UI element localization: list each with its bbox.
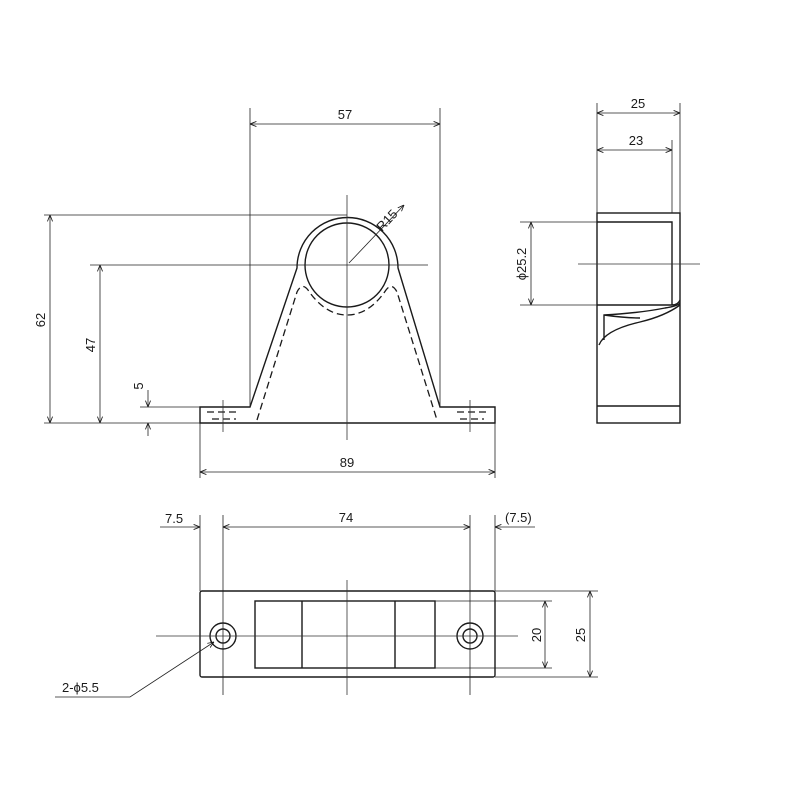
dim-7-5-left-label: 7.5 bbox=[165, 511, 183, 526]
hole-leader bbox=[55, 642, 214, 698]
hidden-slot-right bbox=[457, 411, 488, 420]
side-rib-curve bbox=[598, 302, 681, 346]
dim-57-label: 57 bbox=[338, 107, 352, 122]
side-view: 25 23 ϕ25.2 bbox=[514, 96, 700, 424]
dim-62-label: 62 bbox=[33, 313, 48, 327]
dim-23-label: 23 bbox=[629, 133, 643, 148]
dim-5-label: 5 bbox=[131, 382, 146, 389]
dim-7-5-right-label: (7.5) bbox=[505, 510, 532, 525]
hole-callout-label: 2-ϕ5.5 bbox=[62, 680, 99, 695]
radius-label: R15 bbox=[373, 206, 400, 234]
hidden-lines bbox=[256, 285, 438, 421]
dim-25-top-label: 25 bbox=[573, 628, 588, 642]
top-view: 7.5 74 (7.5) 20 25 2-ϕ5.5 bbox=[55, 510, 598, 698]
top-outline bbox=[199, 590, 496, 678]
dim-47-label: 47 bbox=[83, 338, 98, 352]
side-bore bbox=[597, 221, 681, 306]
top-inner-rect bbox=[254, 600, 436, 669]
dim-89-label: 89 bbox=[340, 455, 354, 470]
side-outline bbox=[596, 212, 681, 424]
hidden-slot-left bbox=[207, 411, 238, 420]
front-outline bbox=[199, 216, 496, 424]
dim-20-label: 20 bbox=[529, 628, 544, 642]
dim-bore-label: ϕ25.2 bbox=[514, 248, 529, 281]
dim-74-label: 74 bbox=[339, 510, 353, 525]
front-view: 57 R15 62 47 5 89 bbox=[33, 107, 496, 478]
radius-leader bbox=[348, 205, 404, 264]
dim-25-side-label: 25 bbox=[631, 96, 645, 111]
